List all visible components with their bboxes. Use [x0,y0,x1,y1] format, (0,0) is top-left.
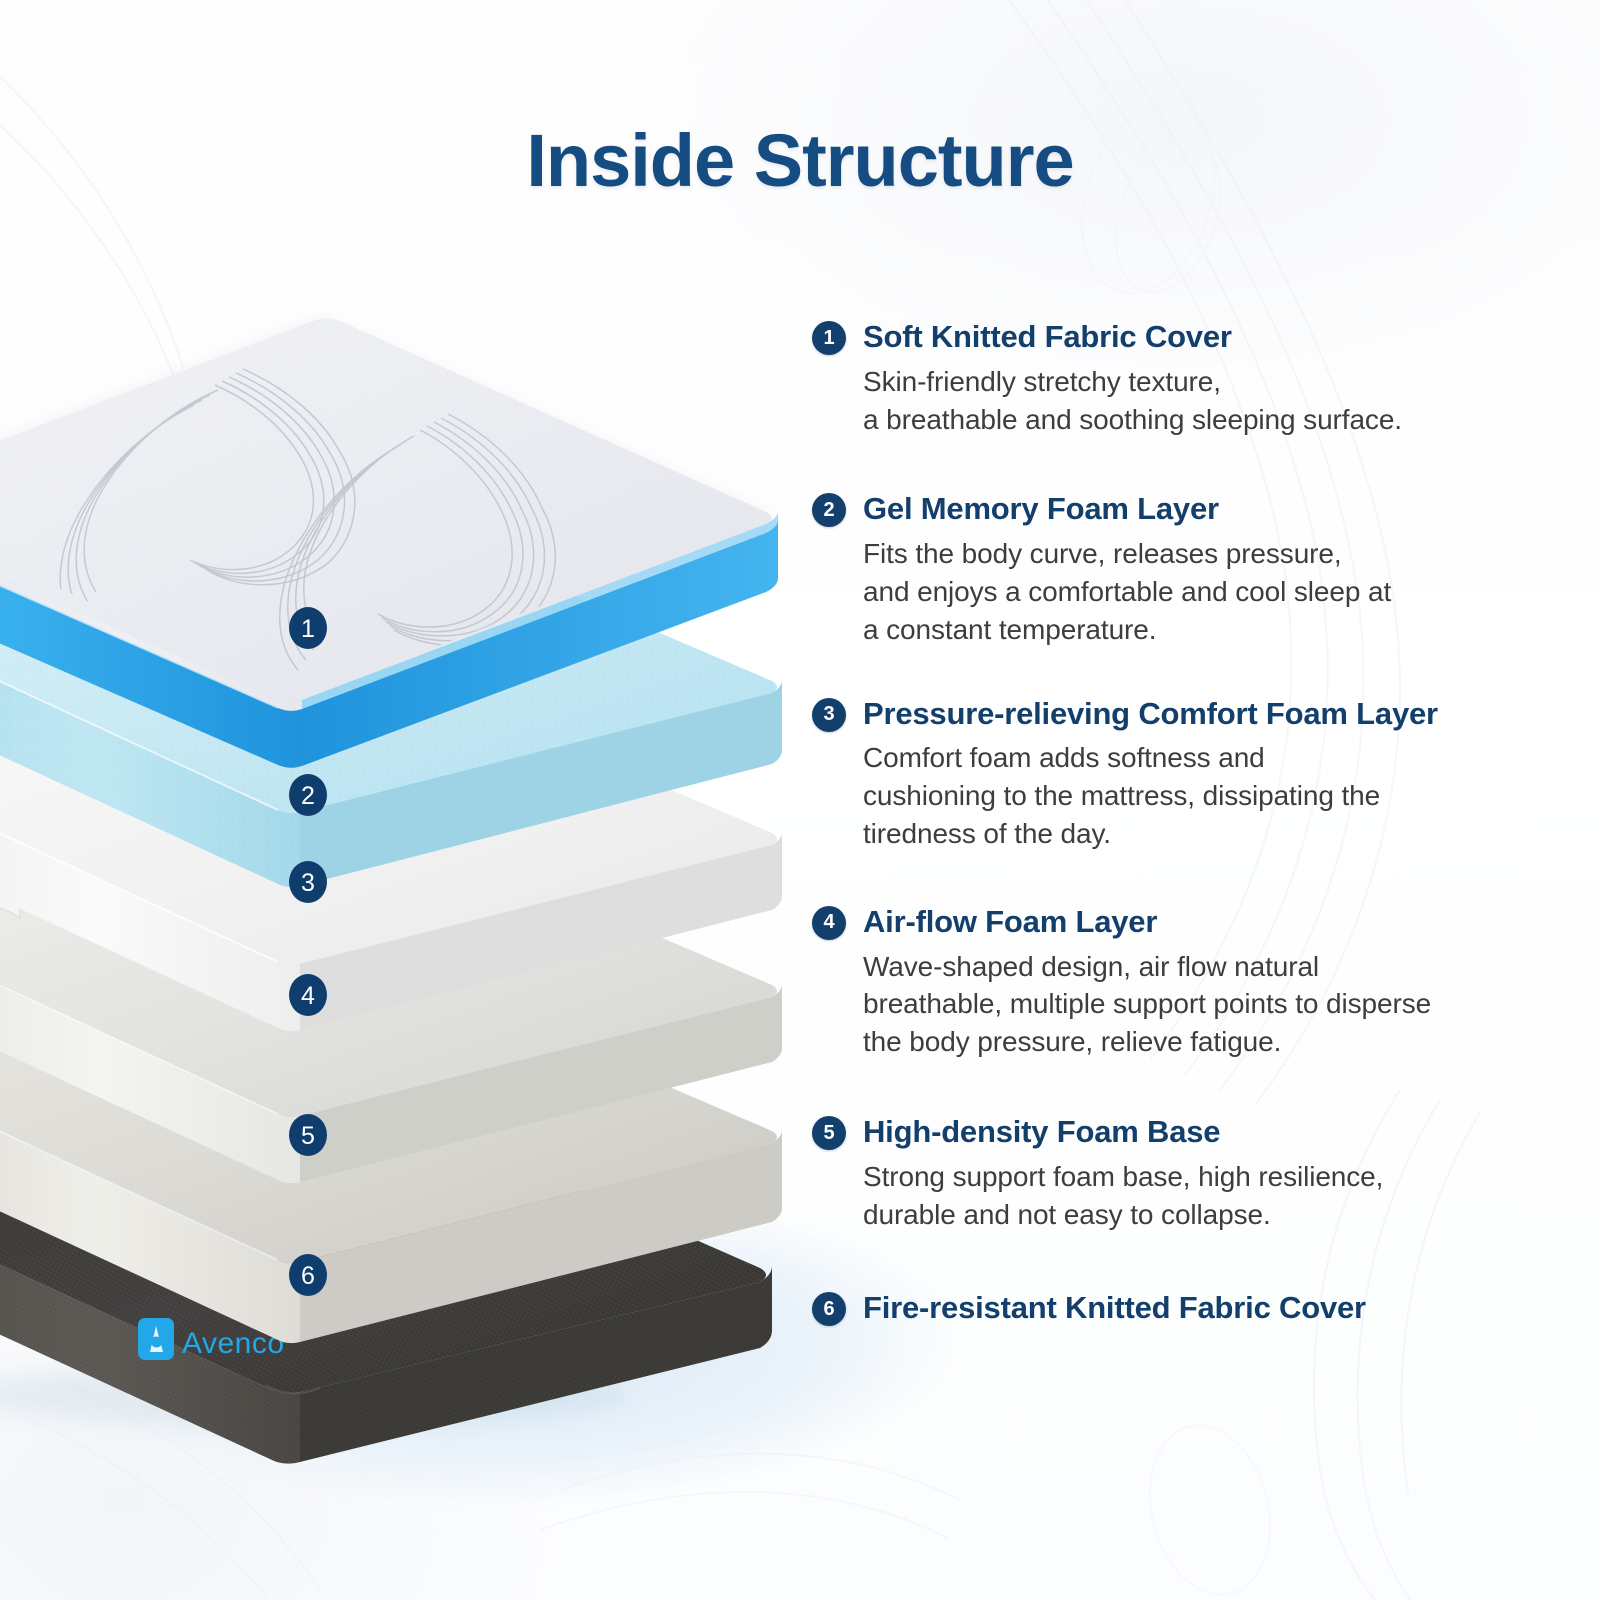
legend-title-5: High-density Foam Base [863,1114,1221,1150]
legend-item-air-flow-foam-layer: 4 Air-flow Foam Layer Wave-shaped design… [812,903,1592,1061]
page-title: Inside Structure [526,119,1074,202]
legend-item-gel-memory-foam-layer: 2 Gel Memory Foam Layer Fits the body cu… [812,490,1592,648]
legend-badge-4: 4 [812,905,846,940]
layer-legend-list: 1 Soft Knitted Fabric Cover Skin-friendl… [812,318,1592,1331]
svg-text:6: 6 [301,1262,315,1290]
legend-title-6: Fire-resistant Knitted Fabric Cover [863,1290,1366,1326]
legend-body-line: the body pressure, relieve fatigue. [863,1026,1282,1058]
legend-item-high-density-foam-base: 5 High-density Foam Base Strong support … [812,1113,1592,1233]
legend-body-5: Strong support foam base, high resilienc… [863,1158,1592,1234]
legend-body-line: Wave-shaped design, air flow natural [863,950,1320,982]
legend-body-line: cushioning to the mattress, dissipating … [863,780,1381,812]
legend-body-1: Skin-friendly stretchy texture, a breath… [863,363,1592,439]
svg-text:5: 5 [301,1122,315,1150]
legend-body-line: breathable, multiple support points to d… [863,988,1432,1020]
illustration-layer-markers: 1 2 3 4 5 6 [289,607,327,1296]
legend-body-line: Strong support foam base, high resilienc… [863,1160,1384,1192]
legend-item-pressure-relieving-comfort-foam-layer: 3 Pressure-relieving Comfort Foam Layer … [812,695,1592,853]
mattress-exploded-illustration: Avenco [0,318,782,1464]
legend-body-line: Fits the body curve, releases pressure, [863,538,1342,570]
legend-badge-2: 2 [812,493,846,528]
illustration-marker-6: 6 [289,1254,327,1296]
legend-title-4: Air-flow Foam Layer [863,903,1158,939]
legend-title-2: Gel Memory Foam Layer [863,491,1219,527]
illustration-marker-4: 4 [289,974,327,1016]
svg-text:2: 2 [301,782,315,810]
legend-body-line: tiredness of the day. [863,818,1111,850]
legend-badge-1: 1 [812,321,846,355]
legend-body-4: Wave-shaped design, air flow natural bre… [863,948,1592,1061]
legend-body-line: Comfort foam adds softness and [863,742,1265,774]
illustration-marker-1: 1 [289,607,327,649]
legend-body-3: Comfort foam adds softness and cushionin… [863,739,1592,852]
layer-1-soft-knitted-cover [0,318,778,768]
legend-title-3: Pressure-relieving Comfort Foam Layer [863,695,1438,731]
illustration-marker-3: 3 [289,861,327,903]
legend-title-1: Soft Knitted Fabric Cover [863,319,1232,354]
legend-badge-5: 5 [812,1116,846,1151]
illustration-marker-5: 5 [289,1114,327,1156]
svg-text:1: 1 [301,615,315,643]
legend-item-fire-resistant-knitted-fabric-cover: 6 Fire-resistant Knitted Fabric Cover [812,1289,1592,1327]
legend-body-2: Fits the body curve, releases pressure, … [863,535,1592,648]
legend-badge-6: 6 [812,1292,846,1327]
legend-body-line: durable and not easy to collapse. [863,1198,1271,1230]
legend-body-line: a constant temperature. [863,613,1157,645]
legend-body-line: and enjoys a comfortable and cool sleep … [863,576,1392,608]
legend-badge-3: 3 [812,697,846,732]
legend-item-soft-knitted-fabric-cover: 1 Soft Knitted Fabric Cover Skin-friendl… [812,318,1592,438]
legend-body-line: Skin-friendly stretchy texture, [863,365,1221,397]
svg-text:4: 4 [301,982,315,1010]
svg-text:3: 3 [301,869,315,897]
illustration-marker-2: 2 [289,774,327,816]
legend-body-line: a breathable and soothing sleeping surfa… [863,403,1402,435]
